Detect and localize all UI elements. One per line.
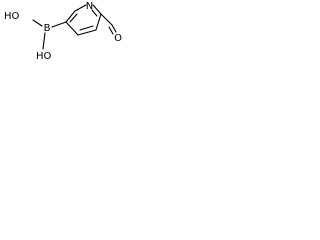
atom-label-hydroxyl-top: HO xyxy=(4,11,20,22)
bond-b-oh-bottom xyxy=(42,32,46,50)
atom-label-hydroxyl-bottom: HO xyxy=(36,51,52,62)
bond-c2-cho xyxy=(100,13,113,26)
bond-ring-c3-c4-inner xyxy=(79,25,94,31)
bond-ring-n-c2-inner xyxy=(91,9,98,17)
bond-ring-n-c2 xyxy=(92,4,102,15)
bond-ring-c5-c1-inner xyxy=(69,13,78,23)
structure-diagram: N B HO HO O xyxy=(4,1,122,62)
bond-ring-c4-c5 xyxy=(65,21,79,36)
atom-label-oxygen: O xyxy=(114,33,122,44)
bond-b-oh-top xyxy=(32,19,43,27)
bond-ring-c1-n xyxy=(74,4,87,12)
bond-cho-o-double xyxy=(108,26,114,35)
atom-label-nitrogen: N xyxy=(86,1,93,12)
bond-ring-c3-c4 xyxy=(77,29,97,36)
bond-ring-c5-c1 xyxy=(65,10,76,23)
bond-ring-c2-c3 xyxy=(95,13,102,31)
bond-cho-o xyxy=(111,24,117,33)
bond-c5-b xyxy=(51,21,67,28)
atom-label-boron: B xyxy=(44,23,51,34)
